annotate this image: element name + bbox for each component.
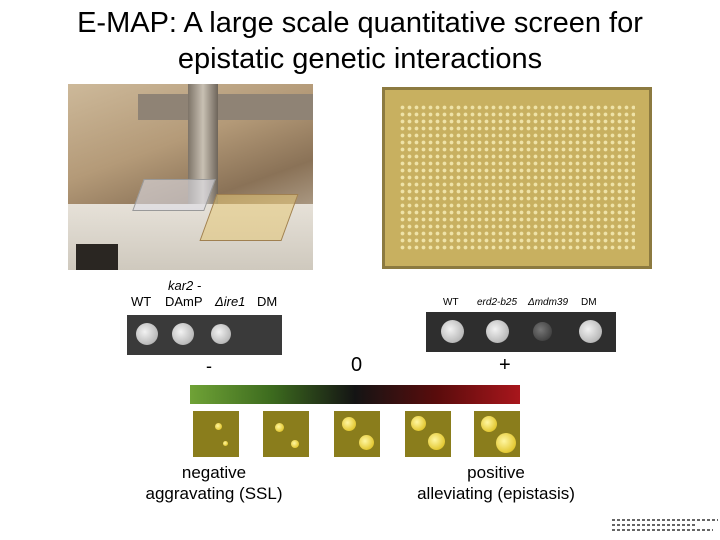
colony-tile-5: [474, 411, 520, 457]
colony-tile-3: [334, 411, 380, 457]
scale-zero: 0: [351, 354, 363, 376]
spot-mdm39: [533, 322, 552, 341]
caption-negative-line2: aggravating (SSL): [145, 484, 283, 503]
caption-positive-line1: positive: [467, 463, 525, 482]
caption-positive: positive alleviating (epistasis): [396, 462, 596, 504]
spot-dm: [579, 320, 602, 343]
colony-tile-4: [405, 411, 451, 457]
caption-positive-line2: alleviating (epistasis): [417, 484, 575, 503]
right-label-dm: DM: [581, 297, 597, 308]
right-label-wt: WT: [443, 297, 459, 308]
spot-wt: [136, 323, 158, 345]
slide-title-line2: epistatic genetic interactions: [177, 43, 543, 75]
scale-minus: -: [206, 356, 212, 376]
left-label-damp: DAmP: [165, 294, 203, 309]
spot-wt: [441, 320, 464, 343]
left-label-ire1: Δire1: [215, 294, 246, 309]
left-strip-header: kar2 -: [168, 278, 202, 293]
right-label-erd2: erd2-b25: [477, 297, 518, 308]
colony-plate-photo: [382, 87, 652, 269]
citation-footnote: [612, 519, 718, 539]
scale-plus: +: [499, 354, 511, 376]
right-label-mdm39: Δmdm39: [528, 297, 569, 308]
left-label-dm: DM: [257, 294, 278, 309]
left-spot-strip: [127, 315, 282, 355]
caption-negative-line1: negative: [181, 463, 247, 482]
spot-erd2: [486, 320, 509, 343]
spot-ire1: [211, 324, 231, 344]
colony-tile-2: [263, 411, 309, 457]
colony-tile-1: [193, 411, 239, 457]
left-label-wt: WT: [131, 294, 152, 309]
right-spot-strip: [426, 312, 616, 352]
caption-negative: negative aggravating (SSL): [124, 462, 304, 504]
slide-title-line1: E-MAP: A large scale quantitative screen…: [77, 7, 643, 39]
spot-damp: [172, 323, 194, 345]
interaction-color-scale: [190, 385, 520, 404]
robot-photo: [68, 84, 313, 270]
